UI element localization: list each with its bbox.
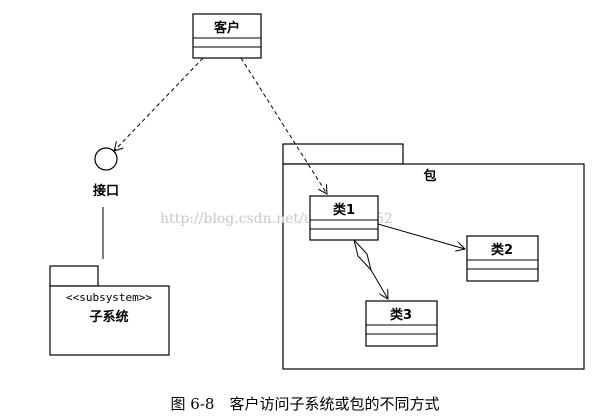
subsystem-label: 子系统 [89, 309, 128, 325]
class-3-label: 类3 [390, 307, 412, 323]
dependency-client-to-class-1 [240, 57, 327, 194]
subsystem-package: <<subsystem>> 子系统 [49, 265, 170, 356]
interface-lollipop: 接口 [93, 147, 119, 259]
class-2-label: 类2 [491, 242, 513, 258]
aggregation-class-1-to-class-3 [353, 239, 388, 299]
client-label: 客户 [214, 20, 240, 36]
association-class-1-to-class-2 [377, 223, 465, 249]
subsystem-stereotype: <<subsystem>> [66, 291, 152, 304]
class-1: 类1 [309, 195, 379, 241]
dependency-client-to-interface [114, 57, 204, 151]
class-3: 类3 [365, 300, 438, 347]
package-label: 包 [423, 168, 436, 184]
client-class: 客户 [192, 13, 262, 59]
figure-caption: 图 6-8 客户访问子系统或包的不同方式 [171, 395, 440, 413]
interface-label: 接口 [93, 183, 119, 199]
class-2: 类2 [466, 235, 539, 282]
class-1-label: 类1 [333, 202, 355, 218]
